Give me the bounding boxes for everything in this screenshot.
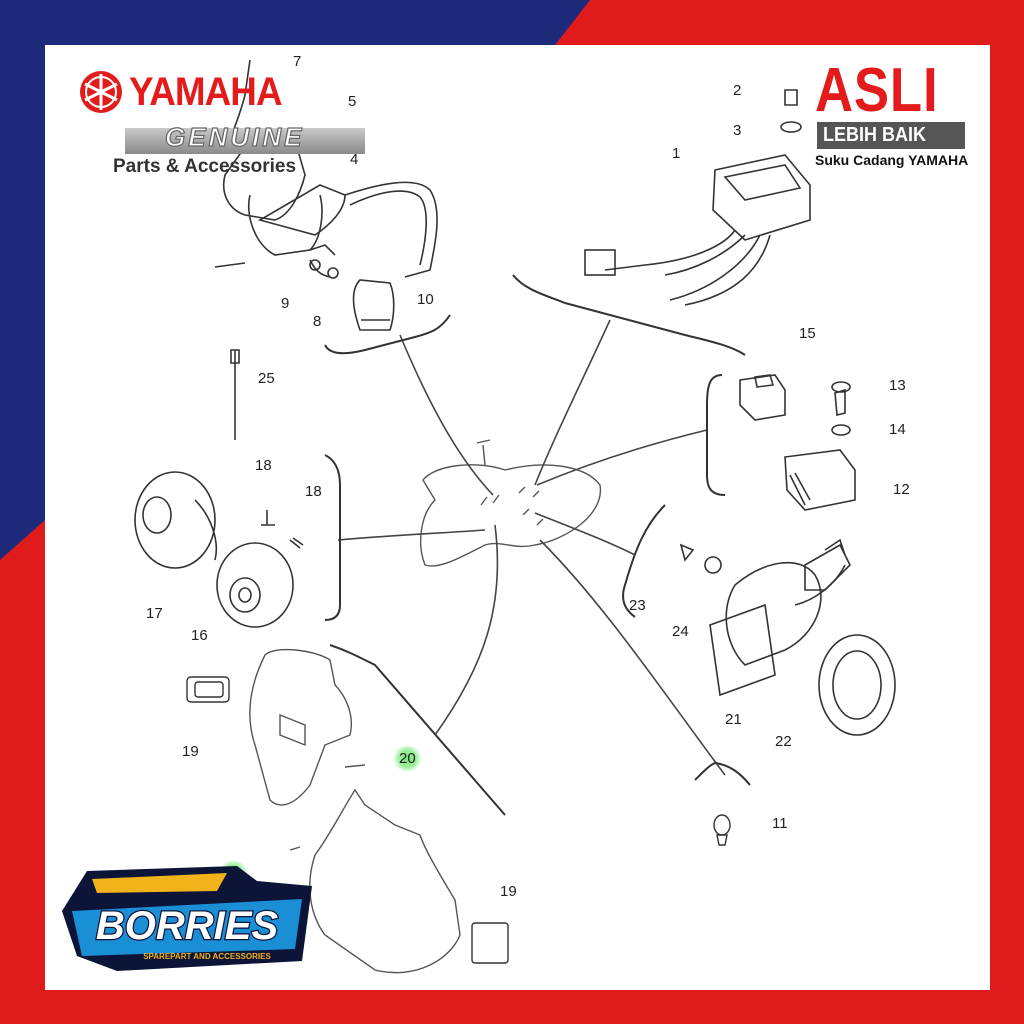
asli-lebih-baik-logo: ASLI LEBIH BAIK Suku Cadang YAMAHA (815, 60, 985, 180)
borries-badge-logo: BORRIES SPAREPART AND ACCESSORIES (62, 866, 312, 971)
callout-2: 2 (733, 82, 742, 99)
callout-21: 21 (725, 711, 742, 728)
lebih-baik-text: LEBIH BAIK (823, 124, 927, 146)
callout-14: 14 (889, 421, 906, 438)
callout-15: 15 (799, 325, 816, 342)
callout-8: 8 (313, 313, 322, 330)
relay-group (739, 374, 856, 511)
callout-9: 9 (281, 295, 290, 312)
callout-17: 17 (146, 605, 163, 622)
yamaha-wordmark: YAMAHA (129, 70, 283, 114)
ignition-coil-group (214, 59, 438, 331)
frame-sketch (420, 439, 601, 567)
callout-1: 1 (672, 145, 681, 162)
parts-accessories-text: Parts & Accessories (113, 156, 297, 177)
cdi-unit-group (584, 89, 811, 306)
lebih-baik-bar (817, 122, 965, 149)
borries-wordmark: BORRIES (96, 904, 279, 948)
horn-group (134, 349, 304, 628)
suku-cadang-text: Suku Cadang YAMAHA (815, 152, 969, 168)
cover-group (186, 648, 731, 974)
callout-23: 23 (629, 597, 646, 614)
callout-18a: 18 (255, 457, 272, 474)
callout-13: 13 (889, 377, 906, 394)
callout-11: 11 (772, 815, 788, 832)
exploded-parts-diagram (134, 59, 896, 974)
callout-22: 22 (775, 733, 792, 750)
callout-7: 7 (293, 53, 302, 70)
callout-20a: 20 (393, 746, 422, 771)
asli-wordmark: ASLI (815, 56, 939, 125)
callout-3: 3 (733, 122, 742, 139)
callout-10: 10 (417, 291, 434, 308)
yamaha-genuine-logo: YAMAHA GENUINE Parts & Accessories (75, 60, 365, 177)
callout-4: 4 (350, 151, 359, 168)
callout-12: 12 (893, 481, 910, 498)
parts-diagram-panel: 7 5 4 9 8 10 2 3 1 15 13 14 12 25 18 18 … (45, 45, 990, 990)
callout-19b: 19 (500, 883, 517, 900)
bracket-assembly (679, 538, 896, 736)
genuine-wordmark: GENUINE (164, 121, 305, 152)
borries-tagline: SPAREPART AND ACCESSORIES (143, 952, 271, 961)
leader-lines (337, 319, 726, 776)
callout-18b: 18 (305, 483, 322, 500)
callout-5: 5 (348, 93, 357, 110)
callout-24: 24 (672, 623, 689, 640)
yamaha-tuning-fork-icon (80, 71, 122, 113)
group-brackets (324, 274, 751, 816)
callout-19a: 19 (182, 743, 199, 760)
callout-25: 25 (258, 370, 275, 387)
callout-16: 16 (191, 627, 208, 644)
genuine-bar (125, 128, 365, 154)
